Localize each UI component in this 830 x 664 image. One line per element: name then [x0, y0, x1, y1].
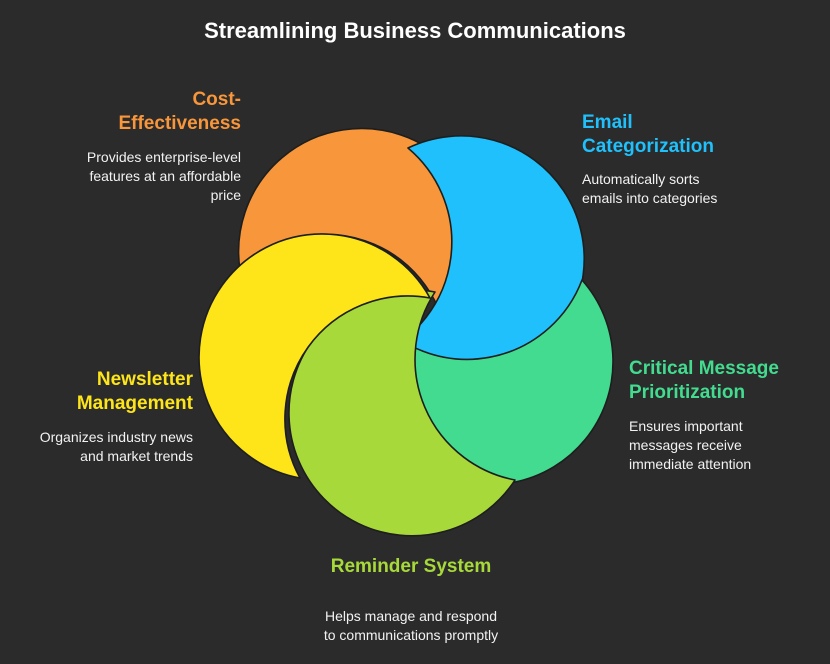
newsletter-management-label: Newsletter Management [76, 369, 193, 414]
critical-message-label: Critical Message Prioritization [629, 358, 779, 403]
reminder-system-label: Reminder System [330, 556, 492, 577]
page-title: Streamlining Business Communications [204, 18, 626, 43]
cost-effectiveness-label: Cost- Effectiveness [118, 89, 241, 134]
cost-effectiveness-description: Provides enterprise-level features at an… [86, 149, 241, 203]
newsletter-management-description: Organizes industry news and market trend… [39, 429, 193, 464]
email-categorization-label: Email Categorization [582, 112, 714, 157]
reminder-system-description: Helps manage and respond to communicatio… [323, 608, 499, 643]
email-categorization-description: Automatically sorts emails into categori… [582, 171, 718, 206]
newsletter-management-petal [198, 233, 431, 479]
critical-message-description: Ensures important messages receive immed… [629, 418, 752, 472]
